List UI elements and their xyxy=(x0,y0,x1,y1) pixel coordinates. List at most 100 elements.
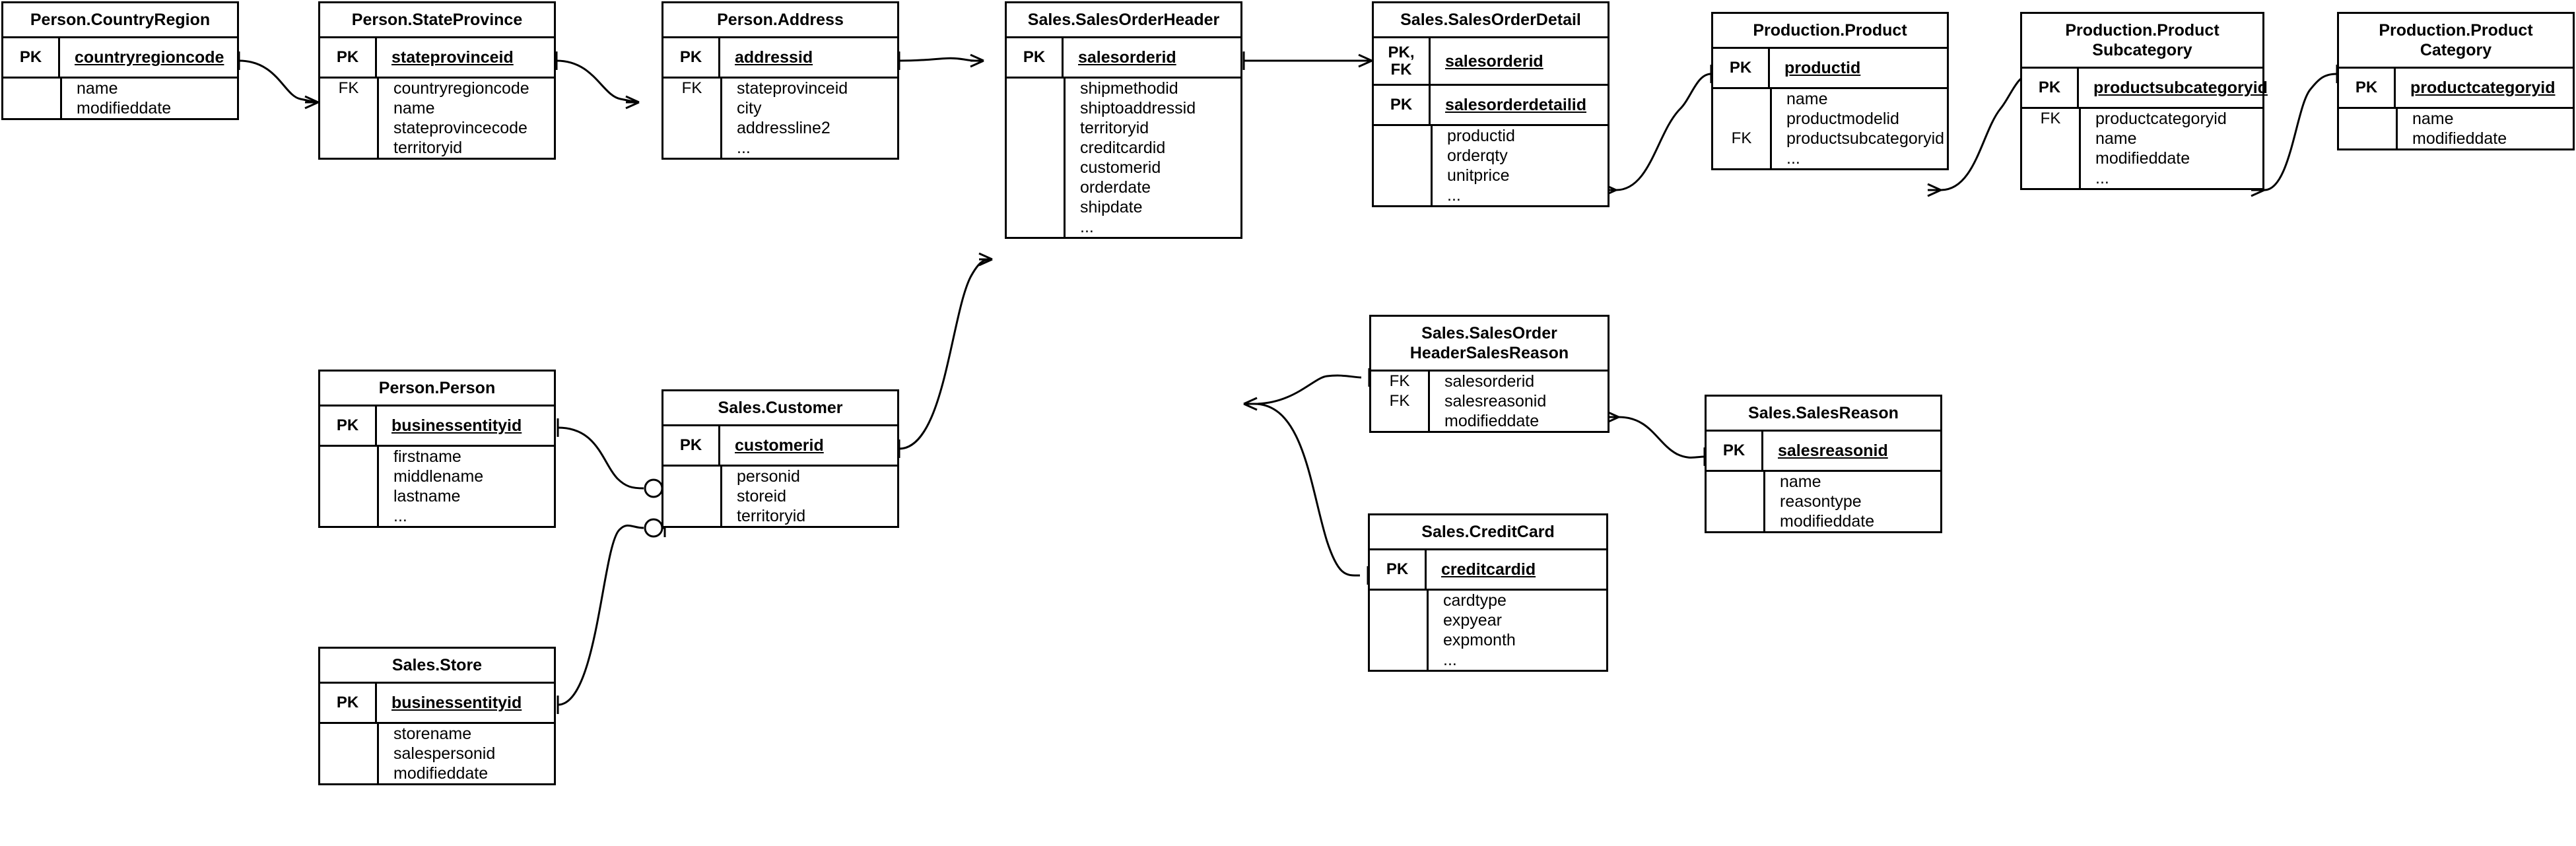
entity-person-countryregion[interactable]: Person.CountryRegion PK countryregioncod… xyxy=(1,1,239,120)
attr-name: storename xyxy=(393,725,472,743)
key-label xyxy=(320,118,377,138)
attr-name: ... xyxy=(1443,651,1457,669)
pk-row: PK salesreasonid xyxy=(1707,432,1940,472)
link-customer-salesorderheader xyxy=(898,252,993,458)
link-salesorderdetail-product xyxy=(1602,65,1712,197)
key-label: PK xyxy=(1370,550,1427,589)
attr-block: productid orderqty unitprice ... xyxy=(1374,126,1608,205)
key-label: PK xyxy=(2022,69,2079,107)
attr-name: productid xyxy=(1447,127,1515,145)
entity-sales-store[interactable]: Sales.Store PK businessentityid storenam… xyxy=(318,647,556,785)
attr-name: orderqty xyxy=(1447,146,1508,165)
name-column: productid orderqty unitprice ... xyxy=(1433,126,1608,205)
attr-block: name reasontype modifieddate xyxy=(1707,472,1940,531)
attr-name: addressline2 xyxy=(737,119,830,137)
key-column: FK xyxy=(1713,89,1772,168)
key-label xyxy=(3,98,60,118)
entity-title: Sales.Store xyxy=(320,649,554,684)
key-label xyxy=(2022,148,2079,168)
attr-block: FK productcategoryid name modifieddate .… xyxy=(2022,109,2262,188)
attr-name: modifieddate xyxy=(1444,412,1540,430)
attr-name: ... xyxy=(1786,149,1800,168)
name-column: name reasontype modifieddate xyxy=(1765,472,1940,531)
entity-production-product[interactable]: Production.Product PK productid FK name … xyxy=(1711,12,1949,170)
attr-name: ... xyxy=(393,507,407,525)
key-label xyxy=(1007,138,1064,158)
key-label: PK xyxy=(1707,432,1763,470)
key-column: FK xyxy=(2022,109,2081,188)
entity-person-stateprovince[interactable]: Person.StateProvince PK stateprovinceid … xyxy=(318,1,556,160)
key-label: FK xyxy=(1389,372,1410,390)
name-column: productcategoryid name modifieddate ... xyxy=(2081,109,2262,188)
link-countryregion-stateprovince xyxy=(238,51,319,110)
key-label: PK, FK xyxy=(1374,38,1431,84)
attr-name: stateprovinceid xyxy=(737,79,848,98)
key-label: PK xyxy=(320,38,377,77)
link-stateprovince-address xyxy=(555,51,640,110)
key-label: PK xyxy=(320,407,377,445)
attr-name: name xyxy=(2412,110,2454,128)
attr-name: customerid xyxy=(735,436,824,455)
key-label xyxy=(2022,129,2079,148)
entity-person-address[interactable]: Person.Address PK addressid FK stateprov… xyxy=(661,1,899,160)
attr-name: creditcardid xyxy=(1441,560,1536,579)
entity-sales-salesorderheadersalesreason[interactable]: Sales.SalesOrder HeaderSalesReason FK FK… xyxy=(1369,315,1610,433)
attr-name: modifieddate xyxy=(393,764,489,783)
attr-name: territoryid xyxy=(393,139,463,157)
attr-name: countryregioncode xyxy=(75,48,224,67)
entity-title: Sales.SalesOrderHeader xyxy=(1007,3,1240,38)
key-label xyxy=(1007,197,1064,217)
key-label xyxy=(1374,146,1431,166)
key-column xyxy=(320,724,379,783)
entity-sales-creditcard[interactable]: Sales.CreditCard PK creditcardid cardtyp… xyxy=(1368,513,1608,672)
name-column: stateprovinceid city addressline2 ... xyxy=(722,79,897,158)
attr-name: stateprovincecode xyxy=(393,119,527,137)
link-address-salesorderheader xyxy=(898,51,984,70)
attr-name: modifieddate xyxy=(77,99,172,117)
attr-block: firstname middlename lastname ... xyxy=(320,447,554,526)
link-headersalesreason-salesreason xyxy=(1605,410,1706,466)
entity-title: Sales.SalesOrder HeaderSalesReason xyxy=(1371,317,1608,372)
entity-sales-customer[interactable]: Sales.Customer PK customerid personid st… xyxy=(661,389,899,528)
entity-production-productcategory[interactable]: Production.Product Category PK productca… xyxy=(2337,12,2575,150)
pk-row: PK creditcardid xyxy=(1370,550,1606,591)
entity-sales-salesreason[interactable]: Sales.SalesReason PK salesreasonid name … xyxy=(1705,395,1942,533)
name-column: name modifieddate xyxy=(2398,109,2573,148)
key-label xyxy=(1713,89,1770,109)
attr-name: modifieddate xyxy=(1780,512,1875,531)
pk-row: PK stateprovinceid xyxy=(320,38,554,79)
attr-name: countryregioncode xyxy=(393,79,529,98)
attr-name: cardtype xyxy=(1443,591,1507,610)
entity-title: Production.Product Category xyxy=(2339,14,2573,69)
attr-name: name xyxy=(1780,472,1821,491)
attr-name: productsubcategoryid xyxy=(1786,129,1945,148)
entity-title: Sales.CreditCard xyxy=(1370,515,1606,550)
attr-name: personid xyxy=(737,467,800,486)
attr-block: shipmethodid shiptoaddressid territoryid… xyxy=(1007,79,1240,237)
attr-name: businessentityid xyxy=(391,416,522,435)
key-label xyxy=(2339,129,2396,148)
attr-name: addressid xyxy=(735,48,813,67)
key-label: FK xyxy=(1731,129,1752,147)
key-column: FK FK xyxy=(1371,372,1430,431)
name-column: name productmodelid productsubcategoryid… xyxy=(1772,89,1947,168)
key-label xyxy=(1707,492,1763,511)
entity-person-person[interactable]: Person.Person PK businessentityid firstn… xyxy=(318,370,556,528)
attr-name: expyear xyxy=(1443,611,1502,630)
name-column: cardtype expyear expmonth ... xyxy=(1429,591,1606,670)
entity-production-productsubcategory[interactable]: Production.Product Subcategory PK produc… xyxy=(2020,12,2268,190)
attr-name: city xyxy=(737,99,762,117)
key-label: FK xyxy=(681,79,702,97)
key-label xyxy=(320,486,377,506)
key-label xyxy=(1370,610,1427,630)
attr-name: firstname xyxy=(393,447,461,466)
key-label xyxy=(1007,118,1064,138)
key-label xyxy=(663,98,720,118)
key-label xyxy=(1370,591,1427,610)
key-label xyxy=(1707,511,1763,531)
entity-sales-salesorderdetail[interactable]: Sales.SalesOrderDetail PK, FK salesorder… xyxy=(1372,1,1610,207)
entity-sales-salesorderheader[interactable]: Sales.SalesOrderHeader PK salesorderid s… xyxy=(1005,1,1242,239)
attr-name: productcategoryid xyxy=(2095,110,2227,128)
attr-name: name xyxy=(2095,129,2137,148)
attr-name: reasontype xyxy=(1780,492,1862,511)
